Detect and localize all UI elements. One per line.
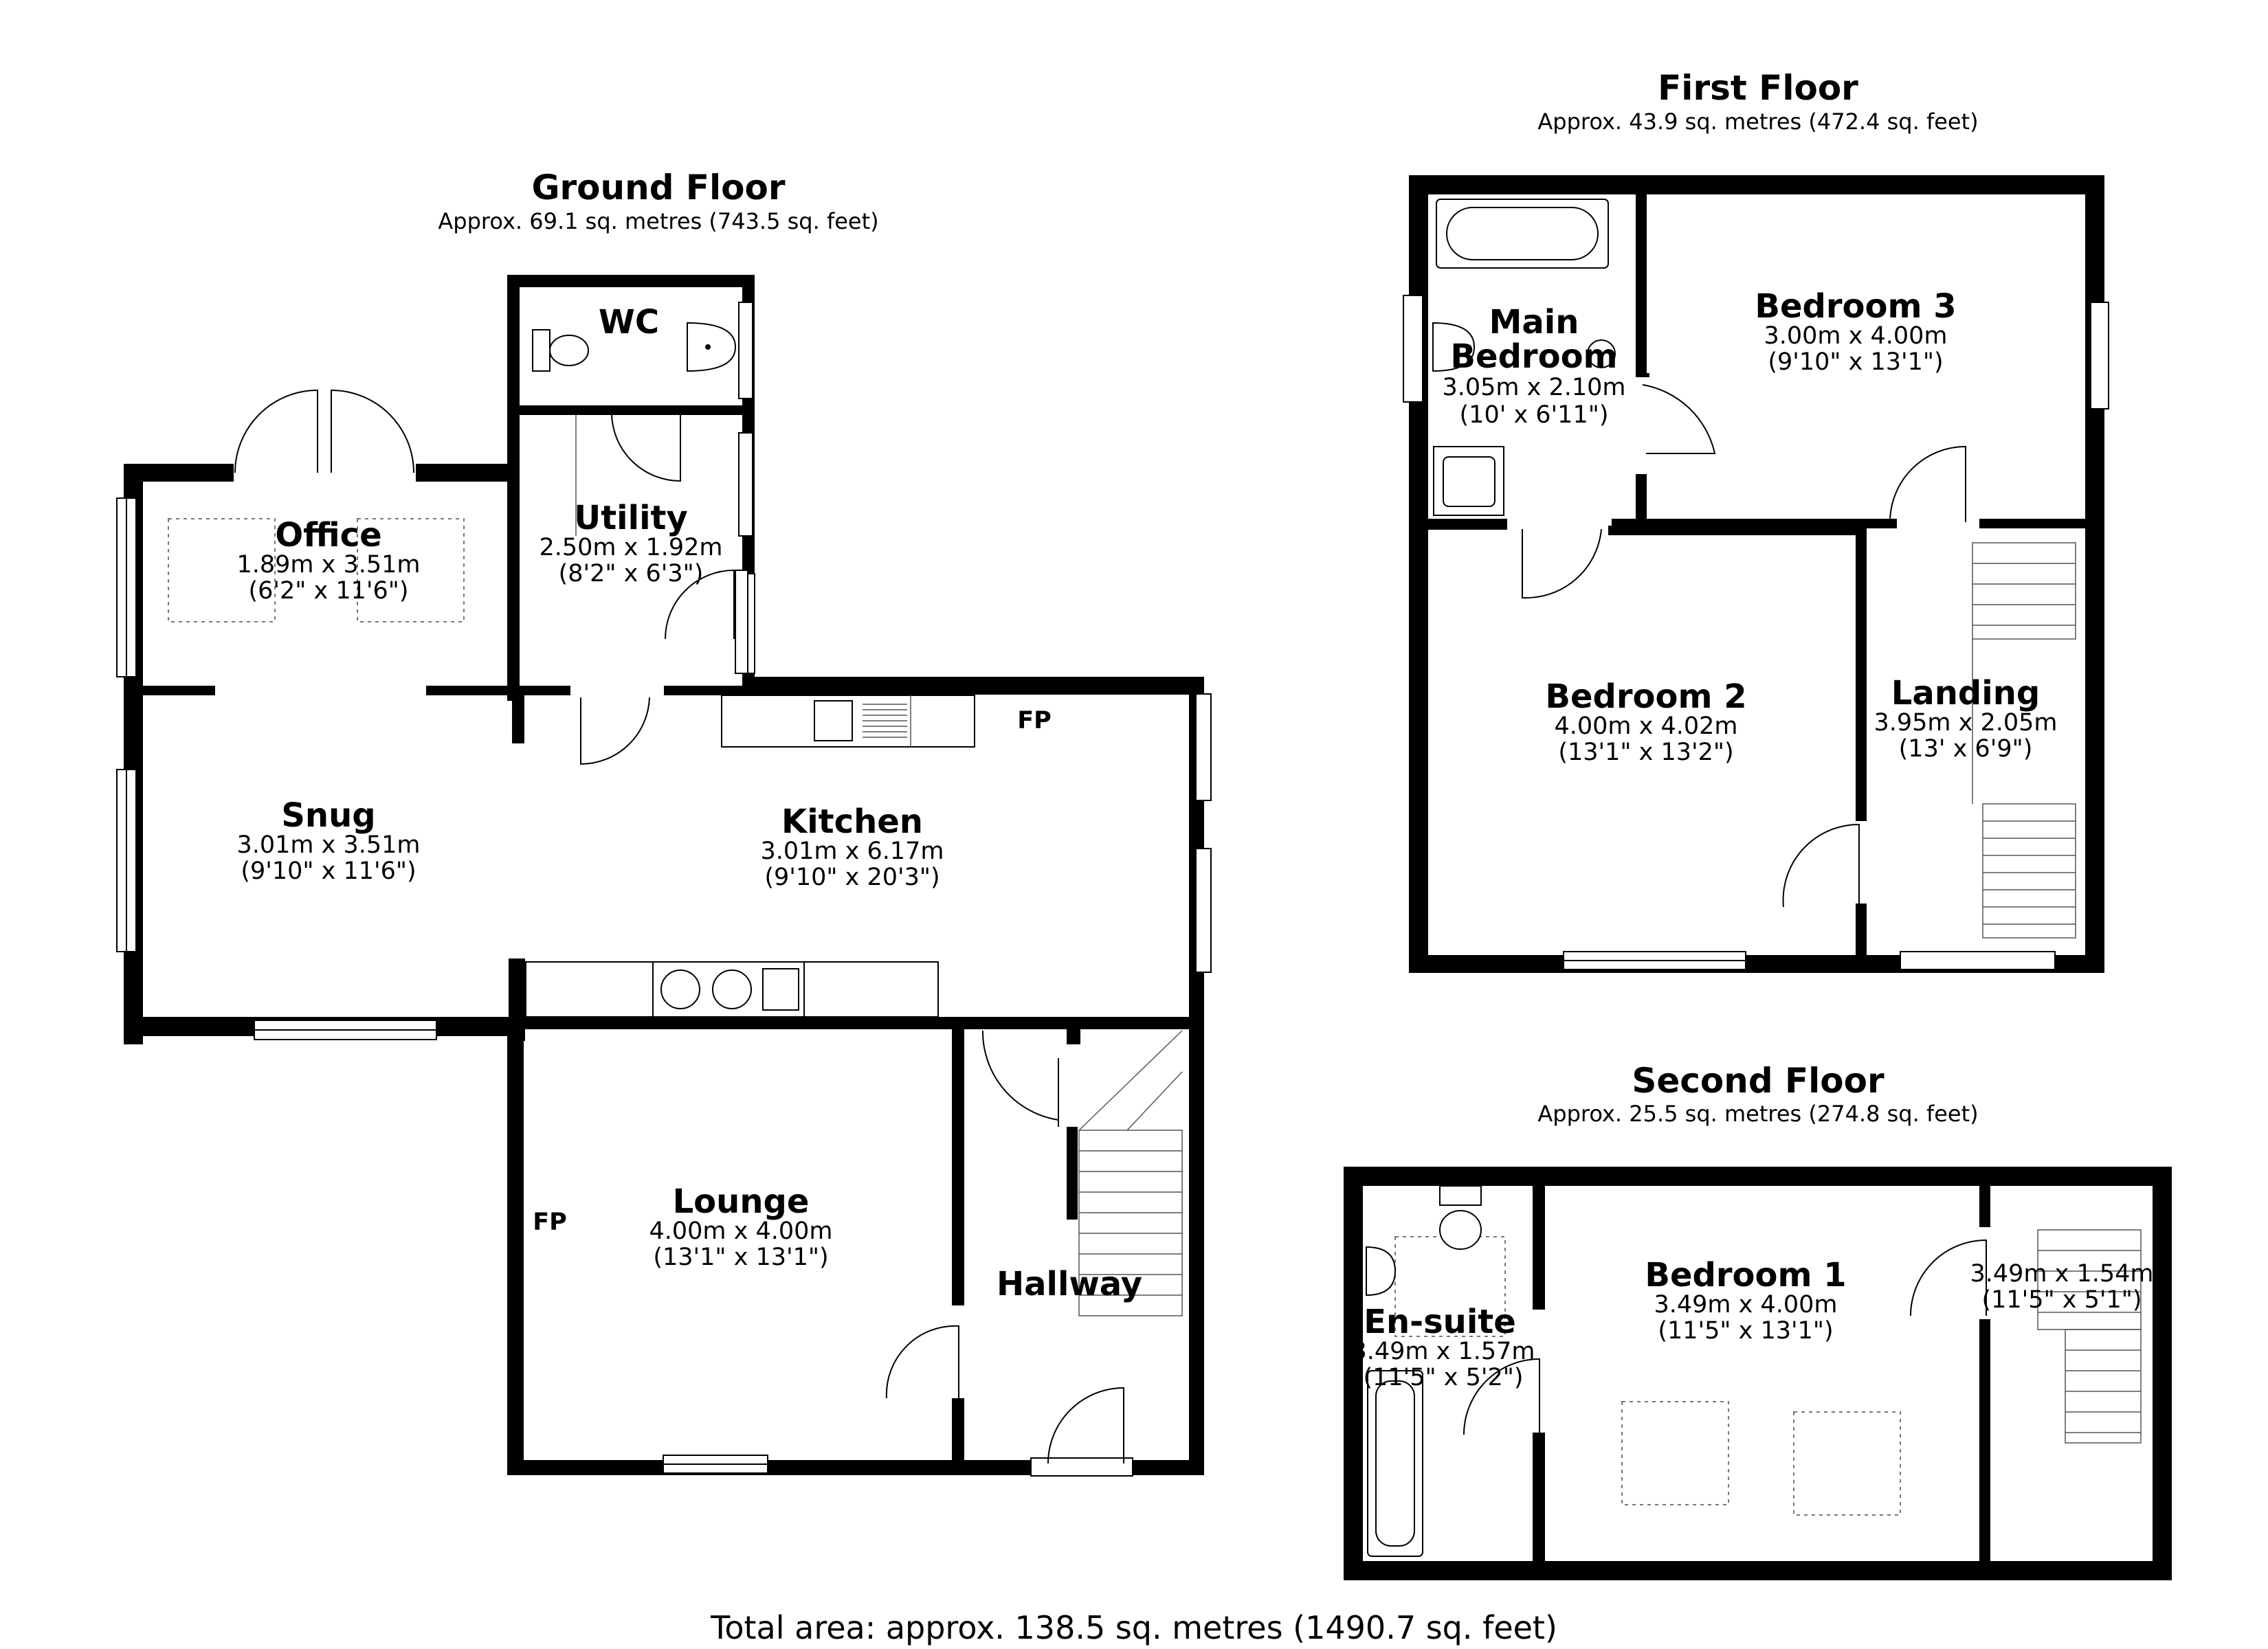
second-floor-area: Approx. 25.5 sq. metres (274.8 sq. feet) xyxy=(1537,1101,1978,1127)
hallway-name: Hallway xyxy=(997,1265,1142,1303)
bedroom3-dim-ft: (9'10" x 13'1") xyxy=(1768,348,1943,376)
office-name: Office xyxy=(275,516,381,554)
bedroom3-name: Bedroom 3 xyxy=(1755,287,1956,326)
bedroom1-dim-ft: (11'5" x 13'1") xyxy=(1658,1317,1833,1345)
ensuite-dim-m: 3.49m x 1.57m xyxy=(1351,1338,1535,1365)
landing-name: Landing xyxy=(1891,674,2041,713)
main-bedroom-name-line2: Bedroom xyxy=(1450,337,1617,376)
ensuite-name: En-suite xyxy=(1364,1303,1516,1341)
lounge-name: Lounge xyxy=(673,1182,810,1221)
main-bedroom-dim-m: 3.05m x 2.10m xyxy=(1442,374,1625,401)
kitchen-dim-ft: (9'10" x 20'3") xyxy=(764,864,940,891)
snug-dim-m: 3.01m x 3.51m xyxy=(236,831,420,859)
snug-name: Snug xyxy=(281,796,375,835)
ground-floor-plan xyxy=(116,275,1212,1477)
total-area: Total area: approx. 138.5 sq. metres (14… xyxy=(710,1609,1557,1646)
stair-area-dim-m: 3.49m x 1.54m xyxy=(1970,1260,2153,1288)
kitchen-fp-label: FP xyxy=(1017,707,1052,734)
lounge-fp-label: FP xyxy=(533,1209,567,1236)
wc-name: WC xyxy=(599,303,659,341)
landing-dim-m: 3.95m x 2.05m xyxy=(1874,709,2057,737)
ground-floor-area: Approx. 69.1 sq. metres (743.5 sq. feet) xyxy=(438,208,878,234)
first-floor-plan xyxy=(1403,175,2109,973)
office-dim-m: 1.89m x 3.51m xyxy=(236,551,420,579)
kitchen-dim-m: 3.01m x 6.17m xyxy=(760,838,944,865)
first-floor-area: Approx. 43.9 sq. metres (472.4 sq. feet) xyxy=(1537,109,1978,135)
lounge-dim-ft: (13'1" x 13'1") xyxy=(653,1244,828,1271)
snug-dim-ft: (9'10" x 11'6") xyxy=(241,857,416,885)
bedroom3-dim-m: 3.00m x 4.00m xyxy=(1764,322,1947,350)
bedroom2-dim-ft: (13'1" x 13'2") xyxy=(1558,739,1733,766)
kitchen-name: Kitchen xyxy=(781,803,923,841)
utility-name: Utility xyxy=(574,499,688,537)
bedroom2-dim-m: 4.00m x 4.02m xyxy=(1554,713,1737,740)
utility-dim-m: 2.50m x 1.92m xyxy=(539,534,722,561)
utility-dim-ft: (8'2" x 6'3") xyxy=(559,560,704,587)
bedroom1-dim-m: 3.49m x 4.00m xyxy=(1654,1291,1837,1319)
bedroom2-name: Bedroom 2 xyxy=(1545,677,1746,716)
office-dim-ft: (6'2" x 11'6") xyxy=(248,577,408,605)
ground-floor-title: Ground Floor xyxy=(531,168,785,207)
bedroom1-name: Bedroom 1 xyxy=(1645,1256,1846,1294)
main-bedroom-dim-ft: (10' x 6'11") xyxy=(1460,401,1609,429)
lounge-dim-m: 4.00m x 4.00m xyxy=(649,1218,832,1245)
second-floor-title: Second Floor xyxy=(1632,1061,1885,1101)
stair-area-dim-ft: (11'5" x 5'1") xyxy=(1981,1286,2142,1314)
main-bedroom-name-line1: Main xyxy=(1489,303,1579,341)
ensuite-dim-ft: (11'5" x 5'2") xyxy=(1363,1364,1523,1391)
first-floor-title: First Floor xyxy=(1658,68,1858,108)
landing-dim-ft: (13' x 6'9") xyxy=(1899,735,2033,763)
second-floor-plan xyxy=(1344,1167,2172,1580)
